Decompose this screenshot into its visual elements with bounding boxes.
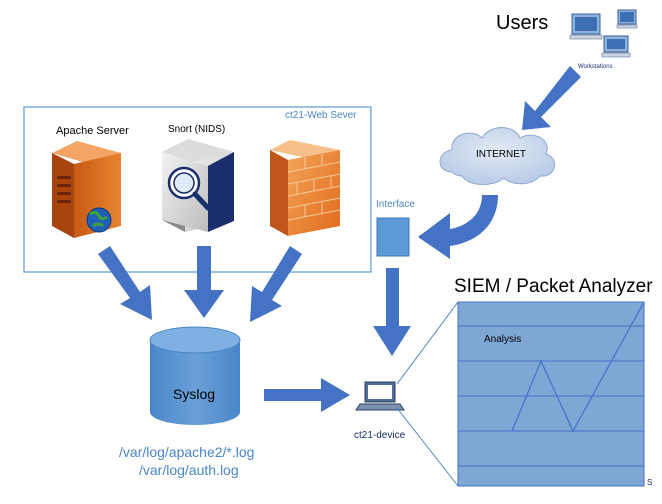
- arrow-syslog-to-device: [264, 378, 350, 412]
- laptop-icon: [355, 381, 405, 411]
- workstations-label: Workstations: [578, 64, 613, 70]
- analysis-trend-line: [511, 301, 645, 433]
- analysis-label: Analysis: [484, 334, 522, 345]
- apache-server-icon: [52, 141, 121, 238]
- workstations-icon: [569, 9, 638, 58]
- arrow-snort-to-syslog: [184, 246, 224, 318]
- zoom-line-bottom: [396, 407, 459, 487]
- database-icon: [149, 326, 241, 425]
- flow-arrows: [98, 66, 581, 412]
- internet-label: INTERNET: [476, 149, 526, 160]
- siem-title: SIEM / Packet Analyzer: [454, 276, 653, 297]
- cloud-icon: [439, 127, 555, 185]
- siem-corner-mark: S: [647, 478, 653, 487]
- users-title: Users: [496, 12, 549, 34]
- arrow-internet-to-interface: [418, 195, 498, 259]
- device-label: ct21-device: [354, 430, 406, 441]
- snort-nids-label: Snort (NIDS): [168, 124, 226, 135]
- arrow-users-to-internet: [522, 66, 581, 130]
- log-path-auth: /var/log/auth.log: [139, 462, 239, 478]
- siem-analysis-panel: [457, 301, 645, 487]
- arrow-firewall-to-syslog: [250, 246, 302, 322]
- interface-label: Interface: [376, 199, 415, 210]
- firewall-icon: [270, 140, 341, 236]
- snort-ids-icon: [162, 139, 234, 232]
- arrow-interface-to-device: [373, 268, 411, 356]
- log-path-apache: /var/log/apache2/*.log: [119, 444, 255, 460]
- apache-server-label: Apache Server: [56, 125, 129, 137]
- arrow-apache-to-syslog: [98, 246, 152, 320]
- web-server-group-title: ct21-Web Sever: [285, 110, 357, 121]
- zoom-line-top: [396, 301, 459, 385]
- syslog-label: Syslog: [173, 386, 216, 402]
- interface-box: [376, 217, 410, 257]
